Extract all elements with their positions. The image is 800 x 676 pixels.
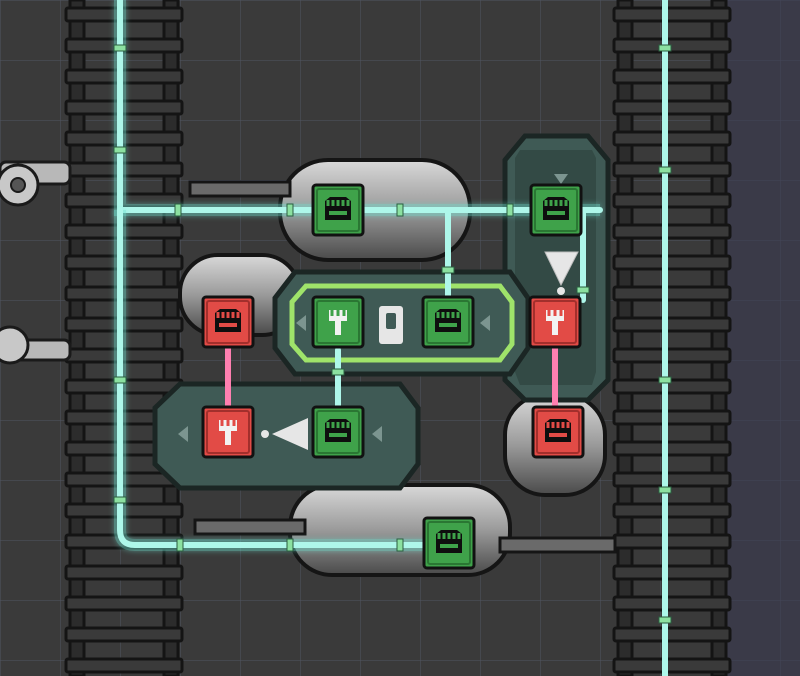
port-right-red-bottom[interactable] <box>531 405 585 459</box>
port-bottom-output[interactable] <box>422 516 476 570</box>
network-jack-input-icon <box>435 309 461 332</box>
wire-joint <box>286 203 294 217</box>
gear-icon <box>0 160 72 207</box>
wire-joint <box>113 146 127 154</box>
wire-joint <box>658 44 672 52</box>
wire-joint <box>396 203 404 217</box>
wire-joint <box>658 376 672 384</box>
network-jack-input-icon <box>215 309 241 332</box>
wire-joint <box>396 538 404 552</box>
wire-joint <box>331 368 345 376</box>
wire-joint <box>113 496 127 504</box>
wire-joint <box>658 616 672 624</box>
gear-icon <box>0 325 72 365</box>
port-input-top-right[interactable] <box>529 183 583 237</box>
network-jack-input-icon <box>543 197 569 220</box>
gas-pipe-icon <box>288 483 512 577</box>
network-jack-input-icon <box>325 419 351 442</box>
port-center-gate-out[interactable] <box>421 295 475 349</box>
network-jack-input-icon <box>436 530 462 553</box>
wire-joint <box>506 203 514 217</box>
wire-joint <box>113 376 127 384</box>
network-jack-output-icon <box>546 310 564 335</box>
port-lower-gate-out[interactable] <box>311 405 365 459</box>
port-input-top-left[interactable] <box>311 183 365 237</box>
wire-joint <box>576 286 590 294</box>
wire-joint <box>441 266 455 274</box>
port-lower-gate-in[interactable] <box>201 405 255 459</box>
wire-joint <box>286 538 294 552</box>
filter-gate-icon <box>178 418 382 450</box>
port-right-red-top[interactable] <box>528 295 582 349</box>
wire-joint <box>174 203 182 217</box>
wire-joint <box>658 166 672 174</box>
network-jack-output-icon <box>219 420 237 445</box>
wire-joint <box>658 486 672 494</box>
network-jack-input-icon <box>545 419 571 442</box>
background-accent <box>720 0 800 676</box>
network-jack-input-icon <box>325 197 351 220</box>
buffer-gate-icon <box>296 306 490 344</box>
wire-joint <box>176 538 184 552</box>
network-jack-output-icon <box>329 310 347 335</box>
right-ladder <box>612 0 732 676</box>
ports <box>201 183 585 570</box>
port-center-gate-in[interactable] <box>311 295 365 349</box>
wire <box>117 207 463 548</box>
port-left-red-top[interactable] <box>201 295 255 349</box>
wire-joint <box>113 44 127 52</box>
not-gate-icon <box>544 174 579 295</box>
